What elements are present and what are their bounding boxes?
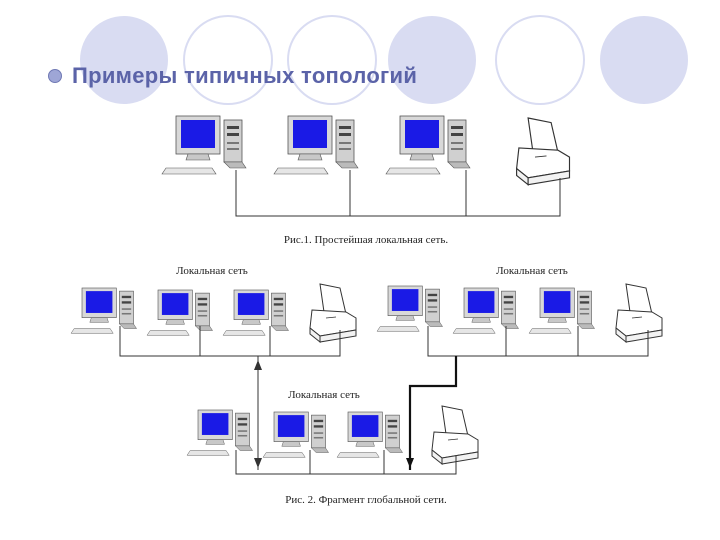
figure-2-wan-fragment: Локальная сеть Локальная сеть Локальная …: [70, 265, 663, 506]
lan-right-label: Локальная сеть: [496, 265, 568, 277]
arrow-up-icon: [254, 360, 262, 370]
computer-icon: [336, 411, 403, 458]
computer-icon: [528, 287, 595, 334]
network-bus-line: [119, 326, 341, 357]
computer-icon: [262, 411, 329, 458]
bullet-icon: [48, 69, 62, 83]
computer-icon: [186, 409, 253, 456]
computer-icon: [222, 289, 289, 336]
figure-2-caption: Рис. 2. Фрагмент глобальной сети.: [285, 494, 447, 506]
slide-title-row: Примеры типичных топологий: [48, 58, 417, 94]
computer-icon: [376, 285, 443, 332]
decor-circle-outline: [495, 15, 585, 105]
decor-circle: [388, 16, 476, 104]
printer-icon: [309, 283, 357, 343]
lan-left-label: Локальная сеть: [176, 265, 248, 277]
decor-circle-outline: [183, 15, 273, 105]
figure-1-simple-lan: Рис.1. Простейшая локальная сеть.: [148, 108, 586, 246]
printer-icon: [431, 405, 479, 465]
arrow-down-icon: [254, 458, 262, 468]
figure-1-frame: [148, 108, 586, 228]
computer-icon: [452, 287, 519, 334]
computer-icon: [146, 289, 213, 336]
decor-circle: [80, 16, 168, 104]
network-bus-line: [235, 170, 561, 217]
figure-1-caption: Рис.1. Простейшая локальная сеть.: [284, 234, 448, 246]
arrow-down-icon: [406, 458, 414, 468]
decor-circle: [600, 16, 688, 104]
network-bus-line: [235, 450, 457, 475]
decor-circle-outline: [287, 15, 377, 105]
decorative-circles: [80, 15, 688, 105]
wan-link-thick-line: [408, 356, 458, 470]
computer-icon: [70, 287, 137, 334]
lan-bottom-label: Локальная сеть: [288, 389, 360, 401]
printer-icon: [615, 283, 663, 343]
network-bus-line: [427, 326, 649, 357]
slide-title: Примеры типичных топологий: [72, 63, 418, 88]
